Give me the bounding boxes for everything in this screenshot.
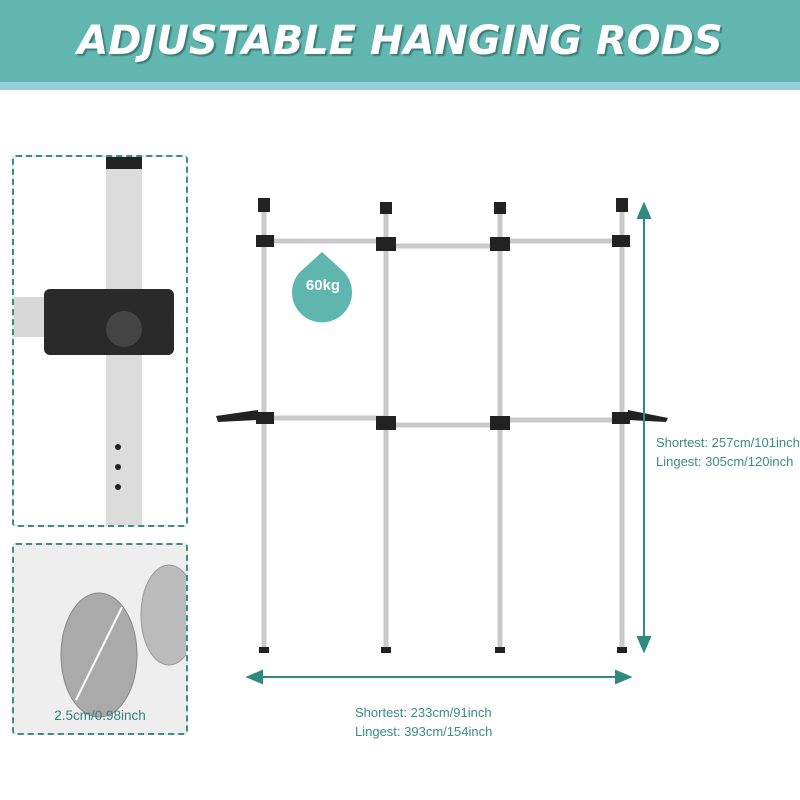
clamp-detail-image bbox=[12, 155, 188, 527]
header-strip bbox=[0, 82, 800, 90]
width-shortest: Shortest: 233cm/91inch bbox=[355, 705, 492, 720]
tube-illustration bbox=[14, 545, 186, 733]
height-dimensions: Shortest: 257cm/101inch Lingest: 305cm/1… bbox=[656, 433, 800, 471]
load-capacity-label: 60kg bbox=[305, 277, 341, 294]
header-banner bbox=[0, 0, 800, 82]
tube-detail-image: 2.5cm/0.98inch bbox=[12, 543, 188, 735]
width-longest: Lingest: 393cm/154inch bbox=[355, 724, 493, 739]
tube-diameter-label: 2.5cm/0.98inch bbox=[54, 708, 146, 723]
clamp-illustration bbox=[14, 157, 186, 525]
height-longest: Lingest: 305cm/120inch bbox=[656, 454, 794, 469]
height-shortest: Shortest: 257cm/101inch bbox=[656, 435, 800, 450]
width-dimensions: Shortest: 233cm/91inch Lingest: 393cm/15… bbox=[355, 703, 492, 741]
page-title: ADJUSTABLE HANGING RODS bbox=[77, 18, 723, 64]
